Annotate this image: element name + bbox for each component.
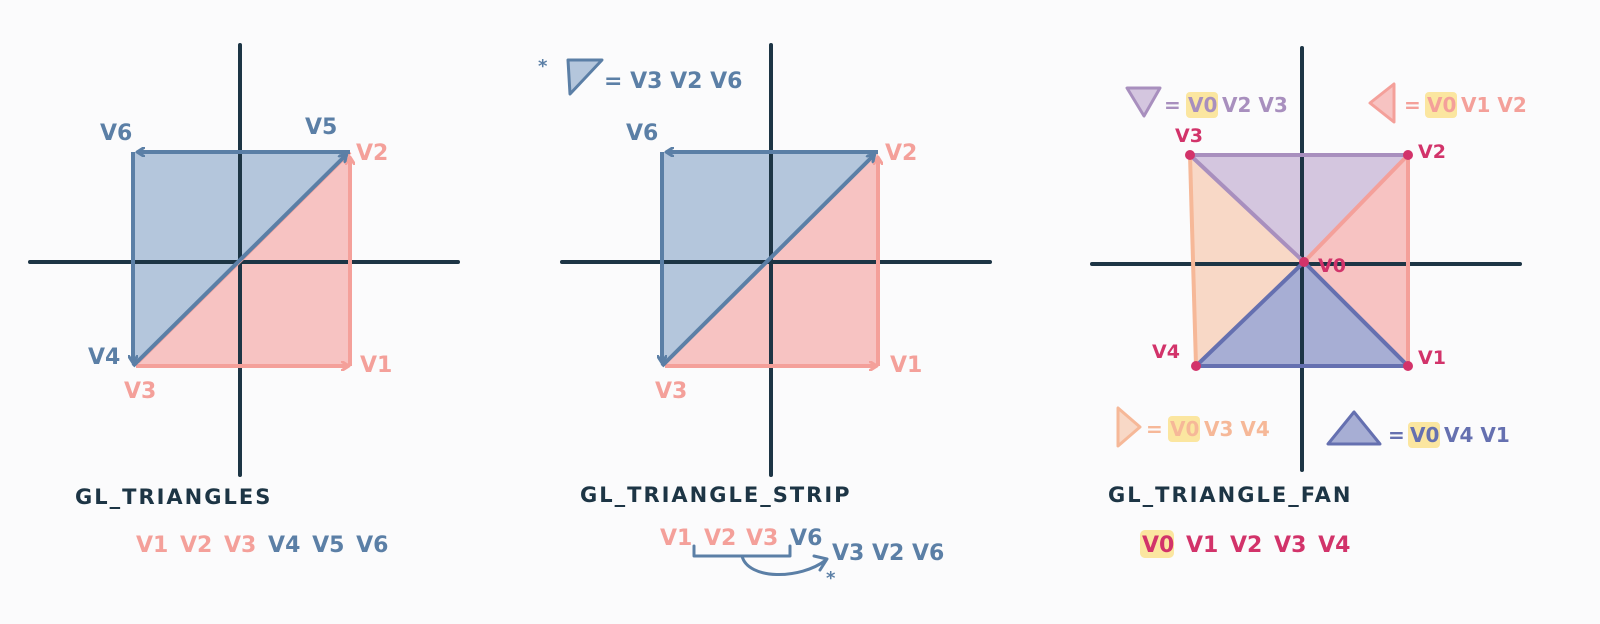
vertex-sequence: V0 V1 V2 V3 V4 <box>1142 533 1350 558</box>
vertex-label-v2: V2 <box>1418 141 1446 163</box>
legend-item-peach: = V0 V3 V4 <box>1116 406 1270 448</box>
vertex-dot-v2 <box>1403 150 1413 160</box>
panel-title: GL_TRIANGLE_STRIP <box>580 483 852 507</box>
edge-v0-v4 <box>1194 260 1306 368</box>
vertex-label-v3: V3 <box>1175 125 1203 147</box>
legend-rest: V4 V1 <box>1444 423 1510 447</box>
triangle-legend-icon <box>1116 406 1142 448</box>
vertex-label-v3: V3 <box>655 379 687 404</box>
result-asterisk: * <box>826 568 836 589</box>
vertex-sequence: V1 V2 V3 V6 <box>660 526 822 551</box>
legend-hl: V0 <box>1188 93 1217 117</box>
legend: * = V3 V2 V6 <box>538 56 742 96</box>
edge-v3-v4 <box>1188 154 1198 367</box>
equals-sign: = <box>1404 93 1421 117</box>
highlight <box>1140 530 1174 558</box>
edge-v0-v2 <box>1302 153 1410 264</box>
curved-arrow <box>740 554 828 576</box>
asterisk-marker: * <box>538 56 548 77</box>
triangle-legend-icon <box>1326 410 1382 446</box>
vertex-label-v6: V6 <box>626 121 658 146</box>
vertex-label-v6: V6 <box>100 121 132 146</box>
legend-rest: V3 V4 <box>1204 417 1270 441</box>
vertex-label-v4: V4 <box>88 345 120 370</box>
vertex-dot-v0 <box>1299 257 1309 267</box>
legend-item-navy: = V0 V4 V1 <box>1326 410 1510 448</box>
triangle-legend-icon <box>1125 86 1162 118</box>
legend-hl: V0 <box>1170 417 1199 441</box>
highlight <box>1408 422 1440 448</box>
panel-fan: V3 V2 V0 V4 V1 = V0 V2 V3 = V0 V1 V2 = V… <box>1090 46 1527 558</box>
vertex-label-v1: V1 <box>890 353 922 378</box>
highlight <box>1168 416 1200 442</box>
panel-title: GL_TRIANGLES <box>75 485 272 509</box>
vertex-label-v2: V2 <box>356 141 388 166</box>
legend-hl: V0 <box>1427 93 1456 117</box>
equals-sign: = <box>1146 417 1163 441</box>
edge-v3-v2 <box>660 155 874 368</box>
triangle-legend-icon <box>1368 82 1396 124</box>
vertex-label-v5: V5 <box>305 115 337 140</box>
vertex-label-v4: V4 <box>1152 341 1180 363</box>
vertex-label-v1: V1 <box>360 353 392 378</box>
legend-hl: V0 <box>1410 423 1439 447</box>
vertex-label-v1: V1 <box>1418 347 1446 369</box>
vertex-dot-v1 <box>1403 361 1413 371</box>
vertex-label-v0: V0 <box>1318 255 1346 277</box>
result-triangle: V3 V2 V6 <box>832 541 944 566</box>
highlight <box>1186 92 1218 118</box>
equals-sign: = <box>1164 93 1181 117</box>
vertex-dot-v4 <box>1191 361 1201 371</box>
vertex-dot-v3 <box>1185 150 1195 160</box>
edge-v0-v3 <box>1188 153 1306 264</box>
triangle-purple <box>1190 155 1408 262</box>
legend-equation: = V3 V2 V6 <box>604 69 742 94</box>
edge-v0-v1 <box>1302 260 1410 368</box>
legend-item-purple: = V0 V2 V3 <box>1125 86 1288 118</box>
legend-item-pink: = V0 V1 V2 <box>1368 82 1527 124</box>
legend-rest: V2 V3 <box>1222 93 1288 117</box>
vertex-label-v3: V3 <box>124 379 156 404</box>
vertex-sequence: V1 V2 V3 V4 V5 V6 <box>136 533 388 558</box>
triangle-legend-icon <box>566 58 604 96</box>
triangle-peach <box>1190 155 1304 366</box>
panel-triangles: V6 V5 V2 V1 V4 V3 GL_TRIANGLES V1 V2 V3 … <box>28 43 460 558</box>
panel-title: GL_TRIANGLE_FAN <box>1108 483 1352 507</box>
legend-rest: V1 V2 <box>1461 93 1527 117</box>
vertex-label-v2: V2 <box>885 141 917 166</box>
equals-sign: = <box>1388 423 1405 447</box>
triangle-pink <box>1304 155 1408 366</box>
panel-strip: V6 V2 V1 V3 * = V3 V2 V6 GL_TRIANGLE_STR… <box>538 43 992 589</box>
highlight <box>1425 92 1457 118</box>
edge-v4-v5 <box>131 155 346 368</box>
curved-arrow-head <box>812 554 829 572</box>
